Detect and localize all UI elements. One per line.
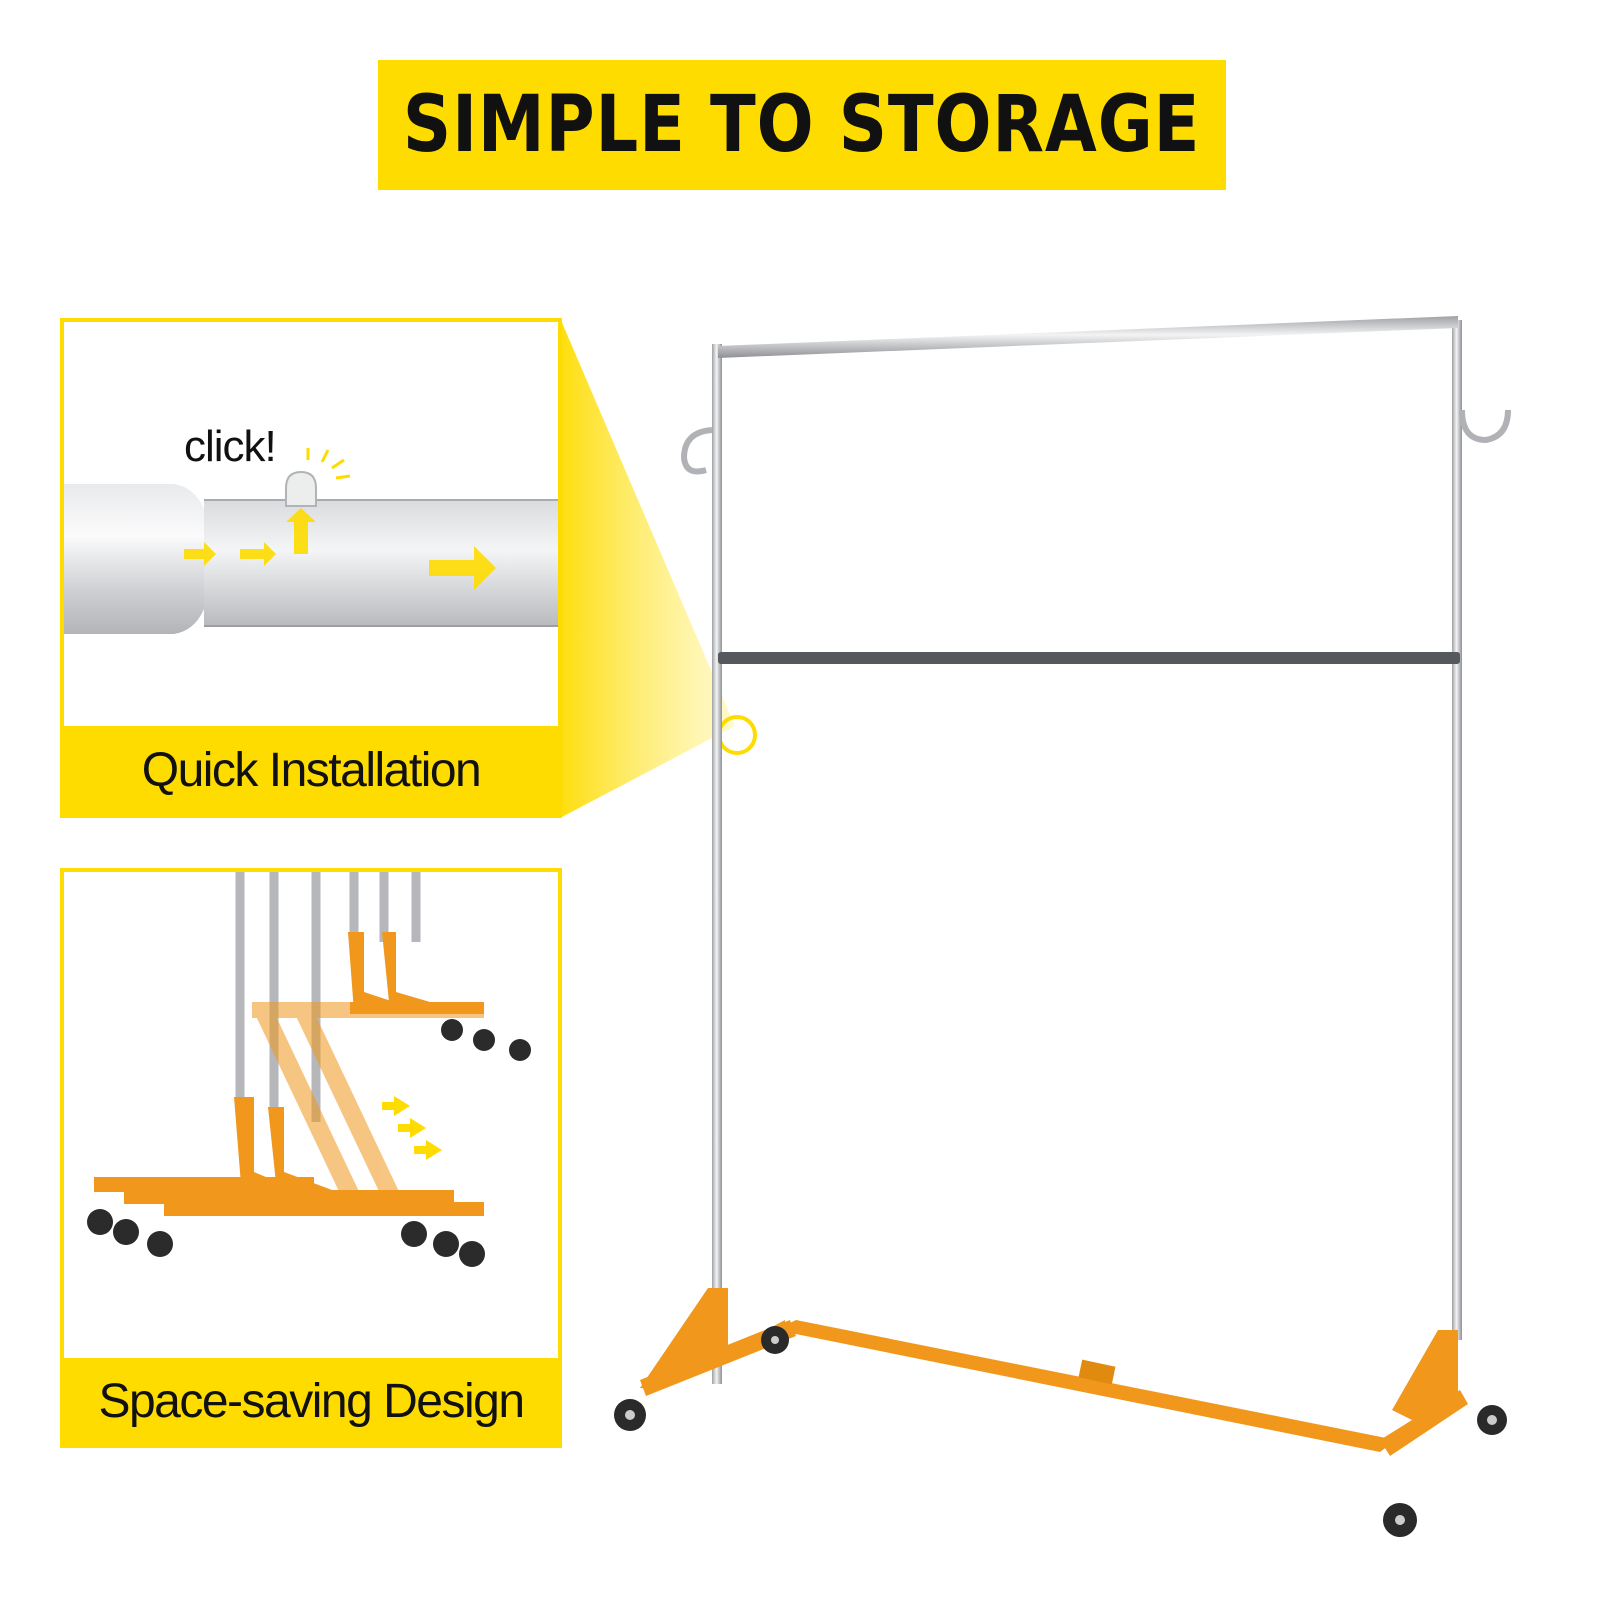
quick-installation-card: click! Quick Installation [60, 318, 562, 818]
garment-rack-image [614, 316, 1511, 1537]
page-title: SIMPLE TO STORAGE [403, 80, 1201, 170]
right-hook [1459, 409, 1511, 444]
pole-joint-closeup [64, 448, 558, 634]
rack-caster-wheels [614, 1326, 1507, 1537]
left-hook [680, 427, 713, 475]
space-saving-card: Space-saving Design [60, 868, 562, 1448]
left-upright [712, 344, 722, 1384]
caster-wheels [87, 1019, 531, 1267]
click-callout: click! [184, 422, 277, 471]
folding-base-illustration [87, 872, 531, 1267]
spring-button [285, 470, 317, 507]
push-arrows [184, 508, 496, 590]
z-base [640, 1288, 1468, 1456]
top-hanging-rail [718, 316, 1458, 358]
title-banner: SIMPLE TO STORAGE [378, 60, 1226, 190]
space-saving-label: Space-saving Design [64, 1358, 558, 1444]
click-burst-lines [306, 448, 351, 480]
right-upright [1452, 320, 1462, 1340]
quick-installation-label: Quick Installation [64, 726, 558, 814]
lower-hanging-rail [718, 652, 1460, 664]
fold-arrows [382, 1096, 442, 1160]
